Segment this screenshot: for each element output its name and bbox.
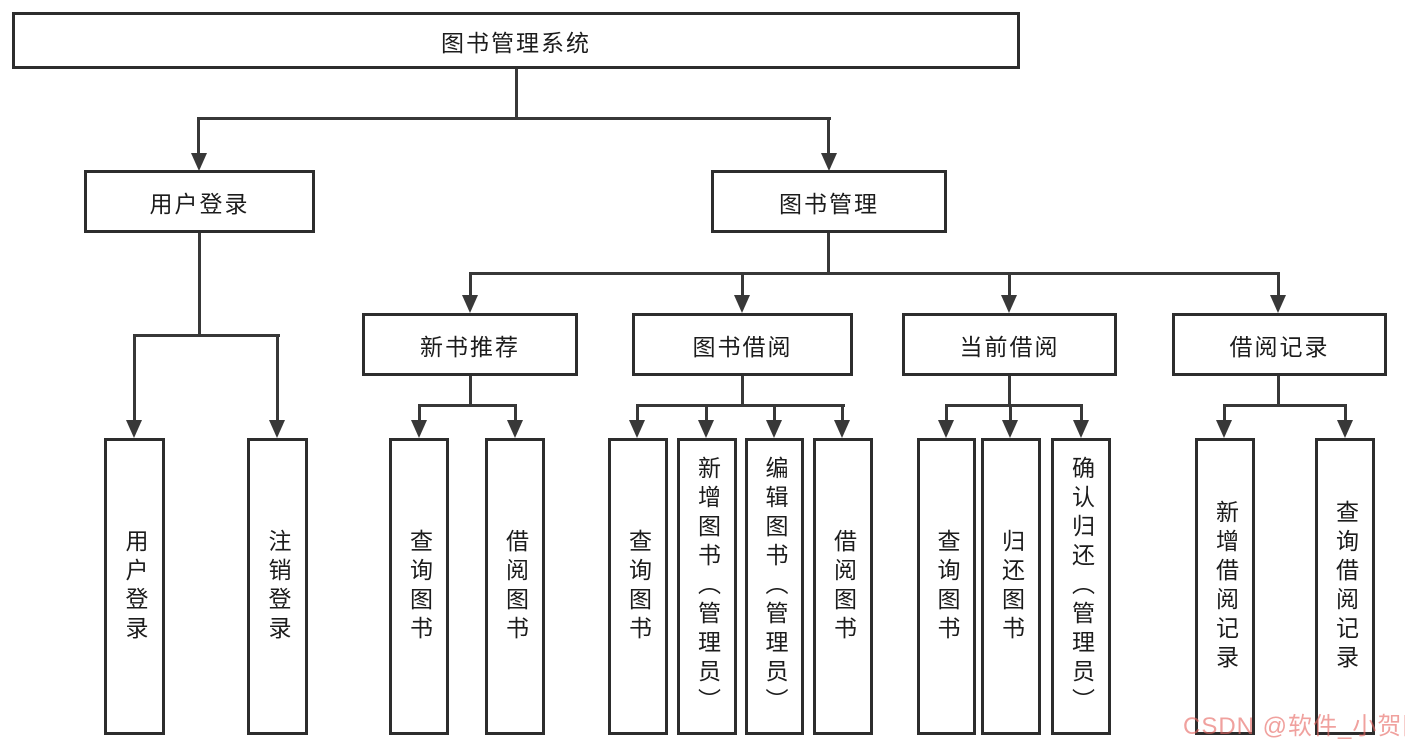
leaf-borrow-books: 借阅图书 [485, 438, 545, 735]
connector-g2-bar [636, 404, 845, 407]
arrow-down-icon [507, 420, 523, 438]
connector-drop [1277, 272, 1280, 297]
connector-g4-stem [1277, 376, 1280, 404]
leaf-logout: 注销登录 [247, 438, 308, 735]
connector-drop [945, 404, 948, 421]
connector-drop-book-mgmt [827, 117, 830, 155]
connector-drop [133, 334, 136, 422]
arrow-down-icon [1001, 295, 1017, 313]
csdn-watermark: CSDN @软件_小贺同学 [1183, 713, 1405, 740]
connector-root-stem [515, 69, 518, 117]
connector-bookmgmt-stem [827, 233, 830, 272]
node-root-system: 图书管理系统 [12, 12, 1020, 69]
connector-drop [1223, 404, 1226, 421]
connector-drop [741, 272, 744, 297]
arrow-down-icon [698, 420, 714, 438]
arrow-down-icon [269, 420, 285, 438]
arrow-down-icon [1002, 420, 1018, 438]
connector-g1-stem [469, 376, 472, 404]
leaf-query-books: 查询图书 [608, 438, 668, 735]
connector-drop [1008, 272, 1011, 297]
arrow-down-icon [1270, 295, 1286, 313]
leaf-confirm-return-admin: 确认归还（管理员） [1051, 438, 1111, 735]
arrow-down-icon [1073, 420, 1089, 438]
arrow-down-icon [462, 295, 478, 313]
node-book-management: 图书管理 [711, 170, 947, 233]
connector-drop [841, 404, 844, 421]
connector-g1-bar [418, 404, 517, 407]
connector-drop [1009, 404, 1012, 421]
arrow-down-icon [766, 420, 782, 438]
node-book-borrow: 图书借阅 [632, 313, 853, 376]
connector-drop [1344, 404, 1347, 421]
connector-userlogin-bar [133, 334, 280, 337]
connector-drop [514, 404, 517, 421]
leaf-borrow-books: 借阅图书 [813, 438, 873, 735]
node-user-login: 用户登录 [84, 170, 315, 233]
arrow-down-icon [734, 295, 750, 313]
connector-drop [469, 272, 472, 297]
arrow-down-icon [834, 420, 850, 438]
arrow-down-icon [938, 420, 954, 438]
leaf-query-books: 查询图书 [917, 438, 976, 735]
connector-root-bar [197, 117, 831, 120]
arrow-down-icon [629, 420, 645, 438]
connector-drop [636, 404, 639, 421]
arrow-down-icon [821, 153, 837, 171]
leaf-add-books-admin: 新增图书（管理员） [677, 438, 737, 735]
connector-g3-bar [945, 404, 1083, 407]
arrow-down-icon [1216, 420, 1232, 438]
connector-drop [1080, 404, 1083, 421]
arrow-down-icon [411, 420, 427, 438]
connector-drop-user-login [197, 117, 200, 155]
connector-level3-bar [469, 272, 1280, 275]
connector-g3-stem [1008, 376, 1011, 404]
arrow-down-icon [126, 420, 142, 438]
leaf-return-books: 归还图书 [981, 438, 1041, 735]
arrow-down-icon [191, 153, 207, 171]
leaf-query-borrow-record: 查询借阅记录 [1315, 438, 1375, 735]
connector-userlogin-stem [198, 233, 201, 334]
connector-g2-stem [741, 376, 744, 404]
connector-drop [705, 404, 708, 421]
node-current-borrow: 当前借阅 [902, 313, 1117, 376]
connector-drop [773, 404, 776, 421]
connector-drop [418, 404, 421, 421]
connector-g4-bar [1223, 404, 1347, 407]
node-borrow-records: 借阅记录 [1172, 313, 1387, 376]
node-new-book-recommend: 新书推荐 [362, 313, 578, 376]
arrow-down-icon [1337, 420, 1353, 438]
connector-drop [276, 334, 279, 422]
leaf-query-books: 查询图书 [389, 438, 449, 735]
leaf-user-login: 用户登录 [104, 438, 165, 735]
leaf-add-borrow-record: 新增借阅记录 [1195, 438, 1255, 735]
leaf-edit-books-admin: 编辑图书（管理员） [745, 438, 804, 735]
